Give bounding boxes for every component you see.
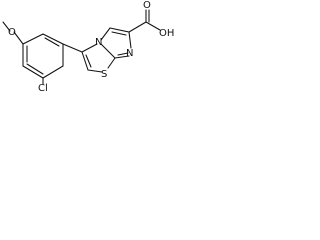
bond-thiazole-3: [107, 57, 116, 69]
atom-oxygen-methoxy: O: [8, 27, 16, 38]
bond-carboxyl-link: [128, 21, 147, 33]
bond-phenyl-double-a: [44, 37, 60, 47]
bond-thiazole-4: [100, 43, 116, 59]
atom-labels: O Cl N S N O OH: [8, 0, 174, 92]
atom-oxygen-carbonyl: O: [143, 0, 151, 11]
bonds: [2, 9, 161, 85]
bond-aryl-link: [62, 43, 83, 53]
bond-phenyl-4: [42, 65, 64, 79]
bond-thiazole-2: [87, 69, 103, 73]
bond-hydroxyl: [145, 21, 161, 31]
chemical-structure: O Cl N S N O OH: [2, 0, 174, 92]
bond-phenyl-5: [22, 65, 44, 79]
bond-methoxy-methyl: [2, 21, 11, 32]
atom-chlorine: Cl: [38, 83, 48, 92]
bond-imidazole-1: [100, 27, 111, 41]
atom-sulfur: S: [101, 69, 107, 80]
bond-methoxy-oxygen-ring: [13, 31, 24, 45]
bond-imidazole-double-a: [111, 31, 127, 36]
bond-phenyl-double-b: [26, 63, 44, 75]
atom-nitrogen-ring: N: [126, 48, 133, 59]
bond-thiazole-1: [81, 51, 89, 71]
atom-nitrogen-bridge: N: [95, 37, 102, 48]
bond-imidazole-2: [109, 27, 130, 33]
bond-thiazole-double: [85, 54, 92, 68]
bond-phenyl-1: [22, 33, 44, 45]
bond-imidazole-3: [128, 31, 132, 49]
bond-phenyl-2: [42, 33, 64, 45]
bond-thiazole-5: [81, 43, 98, 53]
bond-imidazole-4: [114, 55, 130, 59]
bond-imidazole-double-b: [117, 52, 129, 56]
atom-oxygen-hydroxyl: OH: [159, 28, 174, 39]
